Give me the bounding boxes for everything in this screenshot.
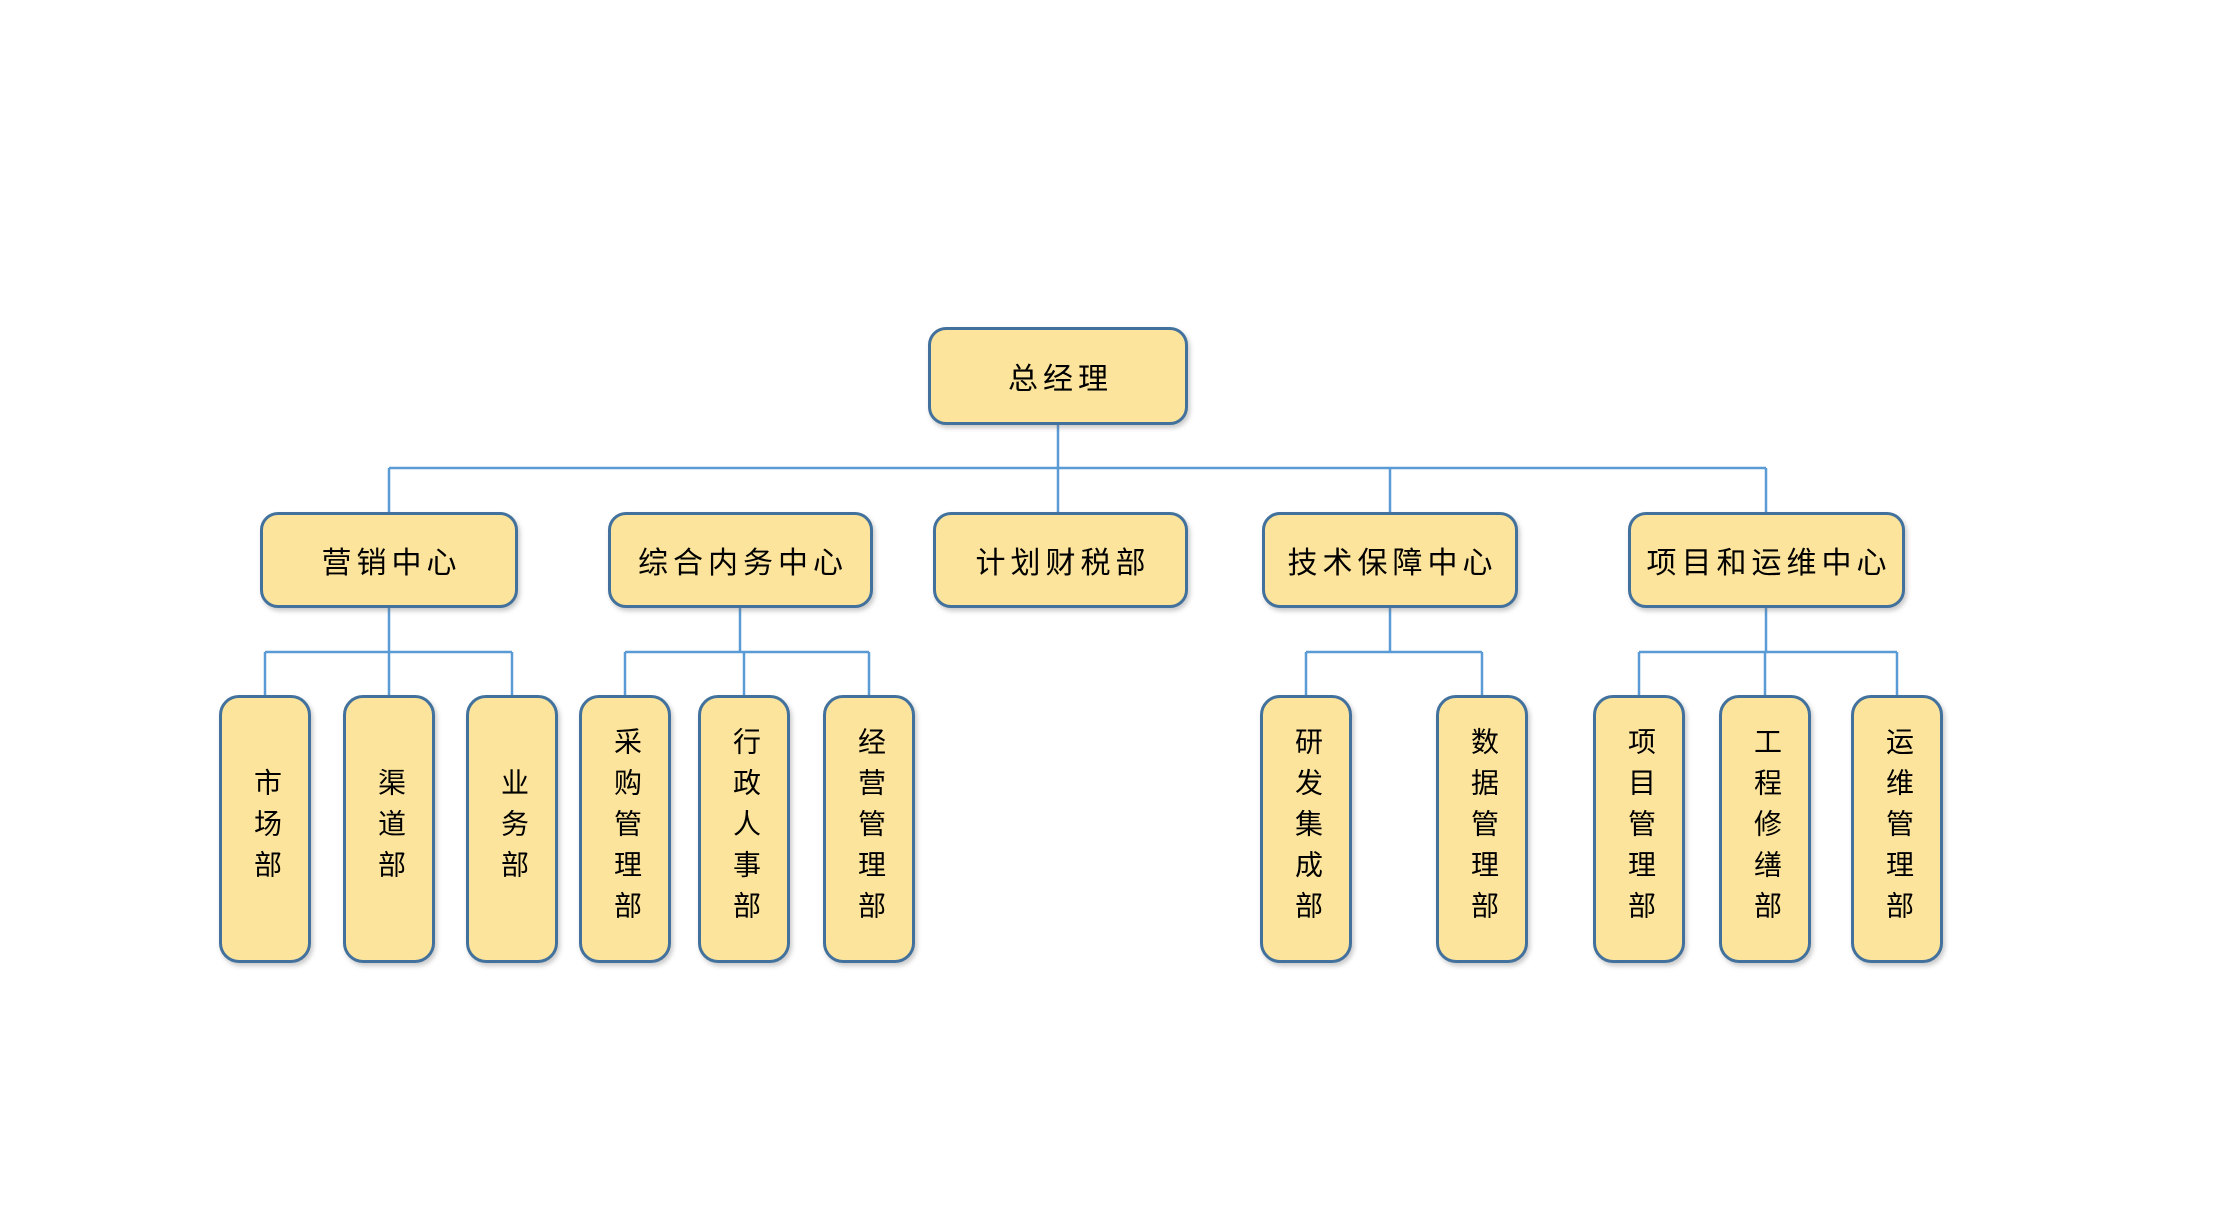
node-general-manager: 总经理	[928, 327, 1188, 425]
node-project-mgmt-dept: 项目管理部	[1593, 695, 1685, 963]
node-marketing-center: 营销中心	[260, 512, 518, 608]
node-channel-dept-label: 渠道部	[374, 767, 405, 891]
node-rd-integration-dept: 研发集成部	[1260, 695, 1352, 963]
node-project-operations-center-label: 项目和运维中心	[1646, 547, 1892, 580]
node-engineering-repair-dept: 工程修缮部	[1719, 695, 1811, 963]
node-technical-support-center-label: 技术保障中心	[1287, 547, 1498, 580]
node-general-manager-label: 总经理	[1008, 363, 1113, 396]
node-engineering-repair-dept-label: 工程修缮部	[1750, 726, 1781, 932]
node-admin-hr-dept-label: 行政人事部	[729, 726, 760, 932]
node-procurement-mgmt-dept-label: 采购管理部	[610, 726, 641, 932]
node-channel-dept: 渠道部	[343, 695, 435, 963]
node-project-mgmt-dept-label: 项目管理部	[1624, 726, 1655, 932]
node-admin-hr-dept: 行政人事部	[698, 695, 790, 963]
node-technical-support-center: 技术保障中心	[1262, 512, 1518, 608]
node-marketing-center-label: 营销中心	[321, 547, 462, 580]
node-internal-affairs-center-label: 综合内务中心	[638, 547, 848, 580]
node-data-mgmt-dept-label: 数据管理部	[1467, 726, 1498, 932]
node-operations-mgmt-dept-label: 经营管理部	[854, 726, 885, 932]
connector-group2	[623, 608, 871, 695]
node-planning-finance-tax-dept-label: 计划财税部	[975, 547, 1151, 580]
node-data-mgmt-dept: 数据管理部	[1436, 695, 1528, 963]
node-ops-maintenance-mgmt-dept: 运维管理部	[1851, 695, 1943, 963]
node-planning-finance-tax-dept: 计划财税部	[933, 512, 1188, 608]
connector-group5	[1637, 608, 1899, 695]
connector-group4	[1304, 608, 1484, 695]
node-market-dept: 市场部	[219, 695, 311, 963]
node-business-dept: 业务部	[466, 695, 558, 963]
node-procurement-mgmt-dept: 采购管理部	[579, 695, 671, 963]
node-rd-integration-dept-label: 研发集成部	[1291, 726, 1322, 932]
node-market-dept-label: 市场部	[250, 767, 281, 891]
node-internal-affairs-center: 综合内务中心	[608, 512, 873, 608]
node-business-dept-label: 业务部	[497, 767, 528, 891]
connector-group1	[263, 608, 514, 695]
node-ops-maintenance-mgmt-dept-label: 运维管理部	[1882, 726, 1913, 932]
node-operations-mgmt-dept: 经营管理部	[823, 695, 915, 963]
node-project-operations-center: 项目和运维中心	[1628, 512, 1905, 608]
